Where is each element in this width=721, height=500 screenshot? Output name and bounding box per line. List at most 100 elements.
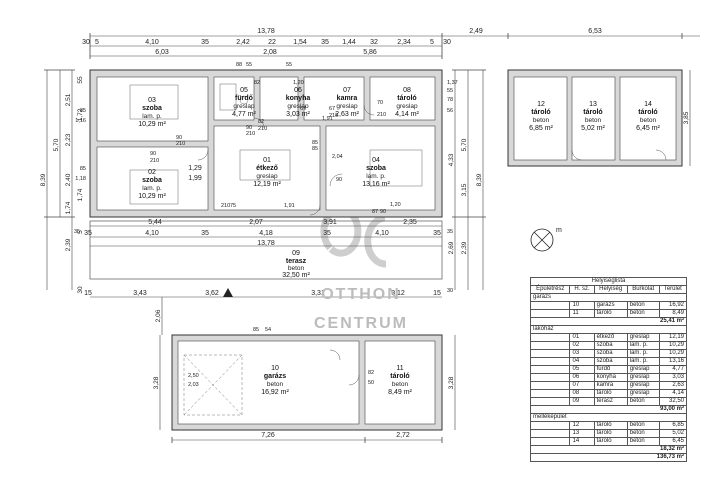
table-cell: étkező (593, 333, 628, 342)
dim-right-inner: 2,39 (461, 241, 468, 254)
dim-bottom: 3,31 (311, 290, 325, 297)
table-cell: 6,45 (658, 437, 688, 446)
room-07-name: kamra (337, 95, 358, 102)
table-cell: konyha (593, 373, 628, 382)
door-note: 1,20 (293, 80, 304, 86)
dim-left-35: 35 (74, 229, 80, 235)
dim-garage-left: 3,28 (153, 376, 160, 389)
dim-mid-2: 4,10 (145, 230, 159, 237)
entrance-arrow-icon (223, 288, 233, 297)
table-header: Terület (658, 285, 688, 294)
room-03-number: 03 (148, 97, 156, 104)
table-header-row: Épületrész H. sz. Helyiség Burkolat Terü… (529, 285, 688, 294)
door-note: 2,04 (332, 154, 343, 160)
dim-left-window: 1,16 (75, 118, 86, 124)
dim-top-2: 1,44 (342, 39, 356, 46)
table-cell: tároló (593, 421, 628, 430)
door-note: 90 (150, 151, 156, 157)
table-cell: greslap (626, 373, 660, 382)
dim-mid-2: 4,10 (375, 230, 389, 237)
dim-right-inner: 3,15 (461, 183, 468, 196)
table-cell: beton (626, 309, 660, 318)
dim-left-window: 1,18 (75, 176, 86, 182)
dim-left-inner: 2,40 (65, 173, 72, 186)
table-cell: 08 (569, 389, 595, 398)
door-note: 67 (300, 106, 306, 112)
dim-right-inner: 4,33 (448, 153, 455, 166)
dim-mid-1: 2,35 (403, 219, 417, 226)
room-11-name: tároló (390, 373, 409, 380)
dim-top-2: 30 (82, 39, 90, 46)
room-10-area: 16,92 m² (261, 389, 289, 396)
dim-top-2: 4,10 (145, 39, 159, 46)
room-11-material: beton (392, 381, 409, 388)
annex-building (507, 69, 683, 167)
table-cell: tároló (593, 437, 628, 446)
door-note: 210 (221, 203, 230, 209)
top-dimensions: 13,78 2,49 6,53 30 5 4,10 35 2,42 22 1,5… (82, 28, 602, 56)
room-14-material: beton (640, 117, 657, 124)
table-cell: 09 (569, 397, 595, 406)
table-cell-empty (529, 373, 571, 382)
dim-mid-3: 13,78 (257, 240, 275, 247)
terrace-outline (89, 220, 443, 280)
table-cell-empty (529, 397, 571, 406)
right-dimensions: 8,39 5,70 4,33 3,15 2,69 2,39 1,37 55 78… (74, 80, 690, 294)
door-note: 210 (329, 113, 338, 119)
room-07-area: 2,63 m² (335, 111, 359, 118)
dim-mid-1: 3,91 (323, 219, 337, 226)
table-cell: tároló (593, 309, 628, 318)
dim-top-2: 30 (443, 39, 451, 46)
table-cell: 5,02 (658, 429, 688, 438)
dim-mid-2: 4,18 (259, 230, 273, 237)
dim-left-edge: 5 (77, 230, 84, 234)
dim-mid-2: 35 (84, 230, 92, 237)
room-12-area: 6,85 m² (529, 125, 553, 132)
room-11-number: 11 (396, 365, 403, 372)
table-cell-empty (529, 333, 571, 342)
table-cell: 10,29 (658, 349, 688, 358)
table-cell: 3,03 (658, 373, 688, 382)
table-cell: 4,14 (658, 389, 688, 398)
room-10-number: 10 (271, 365, 279, 372)
door-note: 90 (380, 209, 386, 215)
room-01-number: 01 (263, 157, 271, 164)
table-cell: 2,63 (658, 381, 688, 390)
dim-garage-right: 3,28 (448, 376, 455, 389)
dim-top-3: 2,08 (263, 49, 277, 56)
room-03-name: szoba (142, 105, 162, 112)
table-cell: lam. p. (626, 357, 660, 366)
room-12-number: 12 (537, 101, 545, 108)
dim-right-inner: 2,69 (448, 241, 455, 254)
table-cell: greslap (626, 389, 660, 398)
dim-top-2: 22 (268, 39, 276, 46)
door-note: 90 (336, 177, 342, 183)
room-08-name: tároló (397, 95, 416, 102)
room-14-number: 14 (644, 101, 652, 108)
table-cell: greslap (626, 381, 660, 390)
door-note: 87 (372, 209, 378, 215)
dim-right-edge: 55 (447, 88, 453, 94)
door-note: 75 (230, 203, 236, 209)
room-05-name: fürdő (235, 95, 253, 102)
table-group-row: lakóház (530, 325, 687, 334)
table-cell: szoba (593, 341, 628, 350)
room-13-number: 13 (589, 101, 597, 108)
table-header: Burkolat (626, 285, 660, 294)
room-02-number: 02 (148, 169, 156, 176)
table-sum-row: 25,41 m² (530, 317, 687, 326)
dim-garage-inner: 54 (265, 327, 271, 333)
door-note: 70 (377, 100, 383, 106)
room-04-name: szoba (366, 165, 386, 172)
table-cell: 11 (569, 309, 595, 318)
room-09-material: beton (288, 265, 305, 272)
dim-garage-inner: 50 (368, 380, 374, 386)
room-08-number: 08 (403, 87, 411, 94)
dim-right-edge: 78 (447, 97, 453, 103)
room-01-floor (213, 125, 321, 211)
room-06-area: 3,03 m² (286, 111, 310, 118)
dim-right-edge: 56 (447, 108, 453, 114)
door-note: 1,99 (188, 175, 202, 182)
